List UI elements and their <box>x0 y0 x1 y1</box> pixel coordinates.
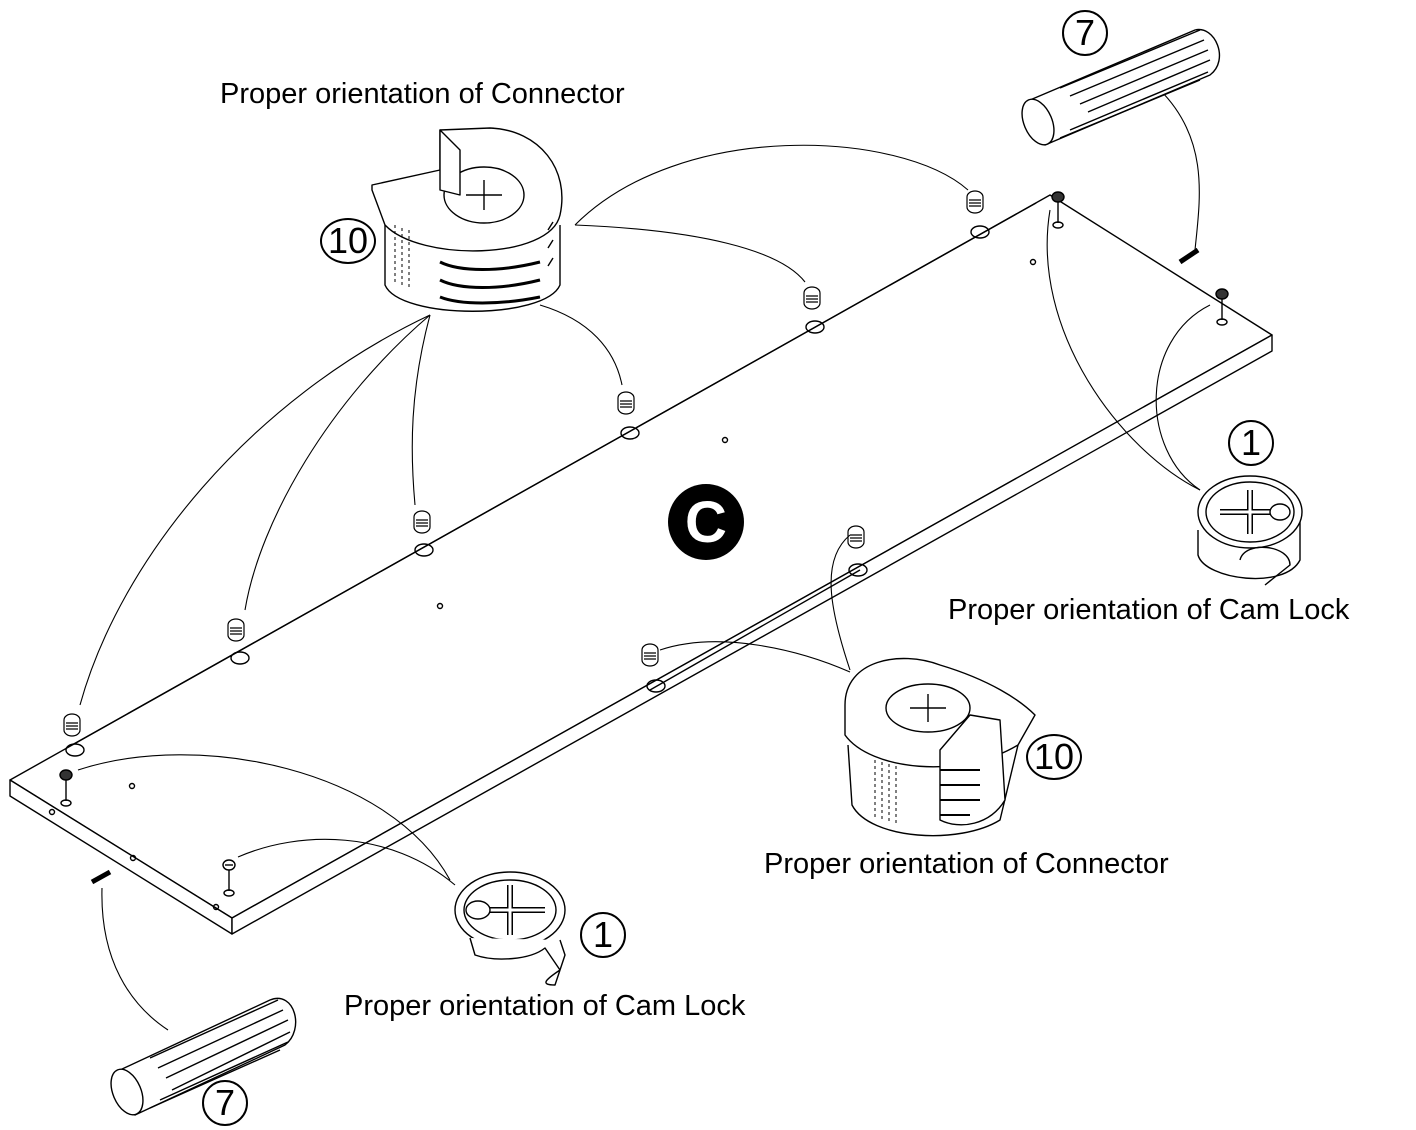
part-number-connector-bottom: 10 <box>1026 734 1082 780</box>
label-connector-bottom: Proper orientation of Connector <box>764 848 1169 880</box>
dowel-bottom-illustration <box>110 997 297 1116</box>
part-number-dowel-bottom: 7 <box>202 1080 248 1126</box>
camlock-bottom-illustration <box>454 871 566 986</box>
connector-bottom-illustration <box>844 657 1036 837</box>
part-number-connector-top: 10 <box>320 218 376 264</box>
board-panel <box>9 194 1273 935</box>
connector-top-illustration <box>371 127 563 312</box>
mini-dowels <box>90 247 1200 885</box>
part-number-camlock-right: 1 <box>1228 420 1274 466</box>
label-camlock-bottom: Proper orientation of Cam Lock <box>344 990 746 1022</box>
camlock-right-illustration <box>1197 475 1303 586</box>
mini-camlocks <box>59 191 1229 897</box>
label-connector-top: Proper orientation of Connector <box>220 78 625 110</box>
connector-holes <box>65 225 990 757</box>
leader-lines <box>77 89 1211 1031</box>
dowel-top-illustration <box>1021 28 1221 146</box>
label-camlock-right: Proper orientation of Cam Lock <box>948 594 1350 626</box>
panel-c-badge: C <box>668 484 744 560</box>
part-number-camlock-bottom: 1 <box>580 912 626 958</box>
part-number-dowel-top: 7 <box>1062 10 1108 56</box>
mini-connectors <box>63 190 984 737</box>
